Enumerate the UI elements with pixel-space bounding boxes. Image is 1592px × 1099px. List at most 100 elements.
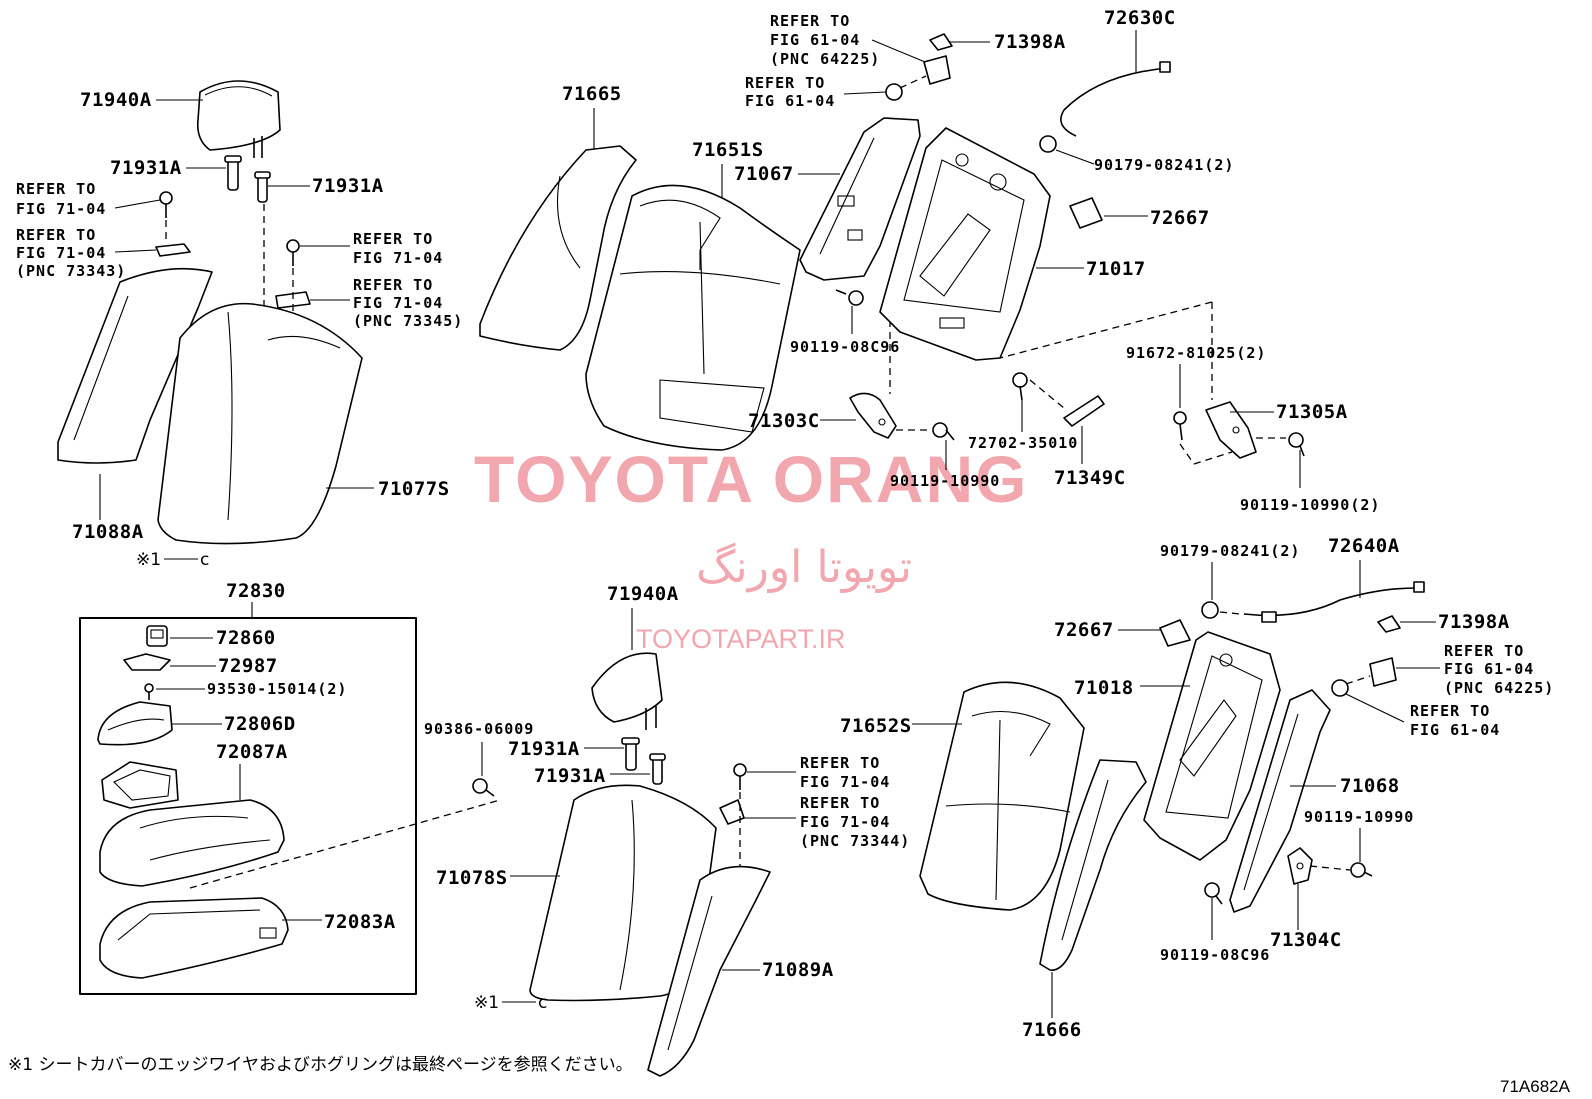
side-cover-71089A[interactable] [647, 865, 771, 1077]
footnote: ※1 シートカバーのエッジワイヤおよびホグリングは最終ページを参照ください。 [8, 1055, 633, 1075]
ref-text: FIG 61-04 [1444, 660, 1534, 678]
side-cover-71088A[interactable] [57, 267, 213, 464]
label-71666: 71666 [1022, 1019, 1082, 1041]
label-71078S: 71078S [436, 867, 508, 889]
headrest-guide-71931A-bottom-right[interactable] [649, 753, 666, 785]
armrest-base-72083A[interactable] [99, 897, 289, 979]
headrest-guide-71931A-bottom-left[interactable] [621, 737, 640, 771]
label-72830: 72830 [226, 580, 286, 602]
label-71305A: 71305A [1276, 401, 1348, 423]
ref-text: REFER TO [353, 230, 433, 248]
plate-72987[interactable] [123, 653, 171, 671]
note-marker-center: ※1 c [474, 993, 547, 1013]
nut-90179-08241-bottom[interactable] [1201, 601, 1219, 619]
label-71940A-top: 71940A [80, 89, 152, 111]
ref-left-1: REFER TO FIG 71-04 [16, 180, 105, 218]
note-marker-left: ※1 c [136, 550, 209, 570]
bolt-90119-08C96-bottom[interactable] [1204, 882, 1223, 905]
ref-text: REFER TO [353, 276, 433, 294]
ref-text: REFER TO [800, 754, 880, 772]
ref-left-4: REFER TO FIG 71-04 (PNC 73345) [353, 276, 462, 330]
note-marker: ※1 [474, 993, 499, 1013]
label-71398A-bottom: 71398A [1438, 611, 1510, 633]
ref-text: (PNC 73344) [800, 832, 910, 850]
armrest-cover[interactable] [99, 799, 285, 887]
label-90119-10990-2: 90119-10990(2) [1240, 496, 1380, 514]
ref-text: FIG 61-04 [1410, 721, 1500, 739]
frame-side-71068[interactable] [1229, 689, 1331, 913]
clip-72860[interactable] [146, 625, 168, 647]
cover-71349C[interactable] [1063, 395, 1105, 427]
pad-72667-top[interactable] [1069, 197, 1103, 229]
side-pad-71666[interactable] [1039, 759, 1147, 971]
screw-93530[interactable] [144, 683, 154, 700]
label-71088A: 71088A [72, 521, 144, 543]
nut-ref-61-04-top[interactable] [885, 83, 903, 101]
clip-ref-71-04-a[interactable] [159, 191, 173, 218]
bolt-90119-10990-center[interactable] [932, 422, 955, 441]
lock-cover-64225-top[interactable] [923, 55, 951, 85]
label-71931A-right: 71931A [312, 175, 384, 197]
frame-side-71067[interactable] [799, 117, 921, 281]
pad-72667-bottom[interactable] [1159, 619, 1191, 647]
bolt-90119-10990-right[interactable] [1288, 432, 1305, 457]
armrest-bolt-line [189, 799, 501, 889]
seatback-pad-71652S[interactable] [919, 681, 1085, 911]
headrest-guide-71931A-right[interactable] [254, 171, 271, 203]
clip-ref-71-04-c[interactable] [733, 763, 747, 790]
label-72987: 72987 [218, 655, 278, 677]
label-71018: 71018 [1074, 677, 1134, 699]
seatback-frame-71017[interactable] [879, 127, 1051, 361]
clip-71398A-bottom[interactable] [1377, 615, 1401, 633]
ref-text: (PNC 73343) [16, 262, 126, 280]
bracket-71303C[interactable] [849, 392, 897, 439]
cable-72630C[interactable] [1060, 61, 1171, 137]
ref-text: REFER TO [1444, 642, 1524, 660]
seatback-pad-71651S[interactable] [585, 184, 801, 451]
label-71651S: 71651S [692, 139, 764, 161]
bolt-90119-08C96-top[interactable] [835, 289, 864, 306]
label-90119-08C96-bottom: 90119-08C96 [1160, 946, 1270, 964]
svg-text:c: c [200, 550, 209, 570]
headrest-71940A-bottom[interactable] [591, 652, 663, 730]
ref-left-3: REFER TO FIG 71-04 [353, 230, 442, 267]
bolt-90119-10990-bottom[interactable] [1350, 862, 1373, 878]
ref-text: FIG 71-04 [16, 244, 106, 262]
label-72702: 72702-35010 [968, 434, 1078, 452]
hinge-71305A[interactable] [1205, 401, 1257, 459]
note-marker: ※1 [136, 550, 161, 570]
nut-90179-08241-top[interactable] [1039, 135, 1057, 153]
headrest-guide-71931A-left[interactable] [224, 155, 242, 191]
side-pad-71665[interactable] [479, 145, 637, 351]
bolt-91672-81025[interactable] [1173, 411, 1187, 441]
ref-text: FIG 71-04 [800, 813, 890, 831]
nut-ref-61-04-bottom[interactable] [1331, 679, 1349, 697]
label-72087A: 72087A [216, 741, 288, 763]
ref-text: (PNC 64225) [1444, 679, 1554, 697]
bolt-72702-35010[interactable] [1012, 372, 1028, 401]
clip-73343[interactable] [155, 243, 191, 257]
label-71304C: 71304C [1270, 929, 1342, 951]
label-72667-top: 72667 [1150, 207, 1210, 229]
cable-72640A[interactable] [1243, 581, 1425, 623]
ref-text: FIG 71-04 [353, 294, 443, 312]
seatback-frame-71018[interactable] [1143, 631, 1281, 861]
headrest-71940A-top[interactable] [196, 80, 281, 158]
lid-72806D[interactable] [97, 701, 173, 746]
label-71068: 71068 [1340, 775, 1400, 797]
ref-top-61-04-64225: REFER TO FIG 61-04 (PNC 64225) [770, 12, 879, 68]
ref-left-2: REFER TO FIG 71-04 (PNC 73343) [16, 226, 126, 280]
bracket-71304C[interactable] [1287, 847, 1313, 885]
box-72087A-inner[interactable] [101, 761, 179, 809]
clip-ref-71-04-b[interactable] [286, 239, 300, 266]
seatback-cover-71077S[interactable] [157, 302, 363, 545]
watermark: TOYOTA ORANG تویوتا اورنگ TOYOTAPART.IR [474, 442, 1026, 654]
watermark-persian: تویوتا اورنگ [696, 542, 912, 593]
lock-cover-64225-bottom[interactable] [1369, 657, 1397, 687]
label-72667-bottom: 72667 [1054, 619, 1114, 641]
clip-73345[interactable] [275, 291, 311, 309]
ref-text: FIG 61-04 [745, 92, 835, 110]
clip-71398A-top[interactable] [929, 33, 953, 51]
bolt-90386[interactable] [472, 778, 495, 797]
